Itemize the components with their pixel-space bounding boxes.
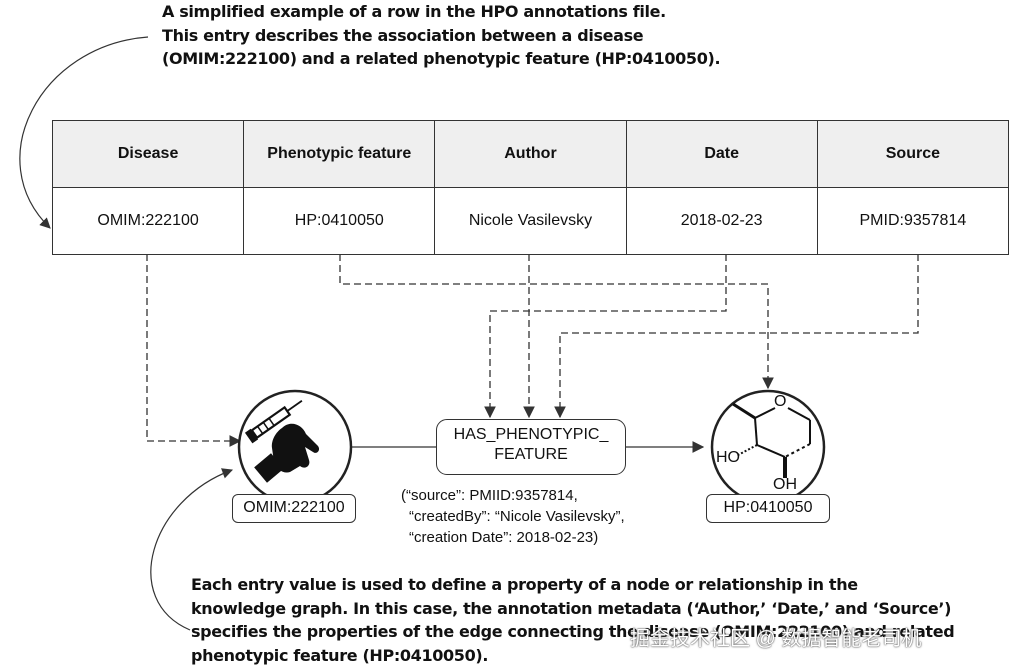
watermark: 掘金技术社区 @ 数据智能老司机 — [630, 628, 922, 650]
bottom-caption: Each entry value is used to define a pro… — [191, 573, 955, 667]
phenotype-node-label: HP:0410050 — [706, 494, 830, 523]
table-header-row: Disease Phenotypic feature Author Date S… — [51, 120, 1009, 188]
header-phenotypic-feature: Phenotypic feature — [243, 120, 436, 188]
phenotype-connector — [339, 254, 774, 390]
source-connector — [554, 254, 919, 419]
date-connector — [484, 254, 727, 419]
bottom-caption-line: knowledge graph. In this case, the annot… — [191, 598, 952, 618]
bottom-caption-line: specifies the properties of the edge con… — [191, 622, 955, 641]
cell-date: 2018-02-23 — [625, 187, 818, 255]
molecule-o-label: O — [774, 393, 787, 410]
phenotype-node — [710, 389, 826, 505]
molecule-structure-icon — [732, 402, 811, 478]
edge-relationship-box: HAS_PHENOTYPIC_ FEATURE — [436, 419, 626, 475]
disease-node-label: OMIM:222100 — [232, 494, 356, 523]
injection-hand-icon — [244, 400, 303, 444]
edge-properties: (“source”: PMIID:9357814, “createdBy”: “… — [401, 485, 625, 548]
bottom-caption-line: phenotypic feature (HP:0410050). — [191, 645, 489, 665]
molecule-ho-label: HO — [716, 449, 740, 466]
edge-property-line: “createdBy”: “Nicole Vasilevsky”, — [409, 508, 625, 525]
edge-property-line: “creation Date”: 2018-02-23) — [409, 529, 599, 546]
cell-source: PMID:9357814 — [816, 187, 1009, 255]
edge-property-line: (“source”: PMIID:9357814, — [401, 487, 578, 504]
top-caption: A simplified example of a row in the HPO… — [162, 0, 721, 71]
table-row: OMIM:222100 HP:0410050 Nicole Vasilevsky… — [51, 187, 1009, 255]
molecule-oh-label: OH — [773, 476, 797, 493]
hpo-annotation-table: Disease Phenotypic feature Author Date S… — [51, 120, 1009, 255]
cell-disease: OMIM:222100 — [51, 187, 245, 255]
header-disease: Disease — [51, 120, 245, 188]
edge-label-line: FEATURE — [494, 446, 568, 463]
top-caption-line: This entry describes the association bet… — [162, 25, 644, 45]
top-caption-line: A simplified example of a row in the HPO… — [162, 2, 666, 21]
header-date: Date — [625, 120, 818, 188]
top-callout-arrow — [19, 36, 149, 229]
cell-phenotypic-feature: HP:0410050 — [243, 187, 436, 255]
bottom-callout-arrow — [150, 468, 234, 631]
bottom-caption-line: Each entry value is used to define a pro… — [191, 575, 858, 594]
cell-author: Nicole Vasilevsky — [434, 187, 627, 255]
edge-label-line: HAS_PHENOTYPIC_ — [453, 426, 609, 443]
top-caption-line: (OMIM:222100) and a related phenotypic f… — [162, 49, 721, 68]
disease-connector — [146, 254, 242, 447]
hand-icon — [254, 423, 320, 483]
header-author: Author — [434, 120, 627, 188]
